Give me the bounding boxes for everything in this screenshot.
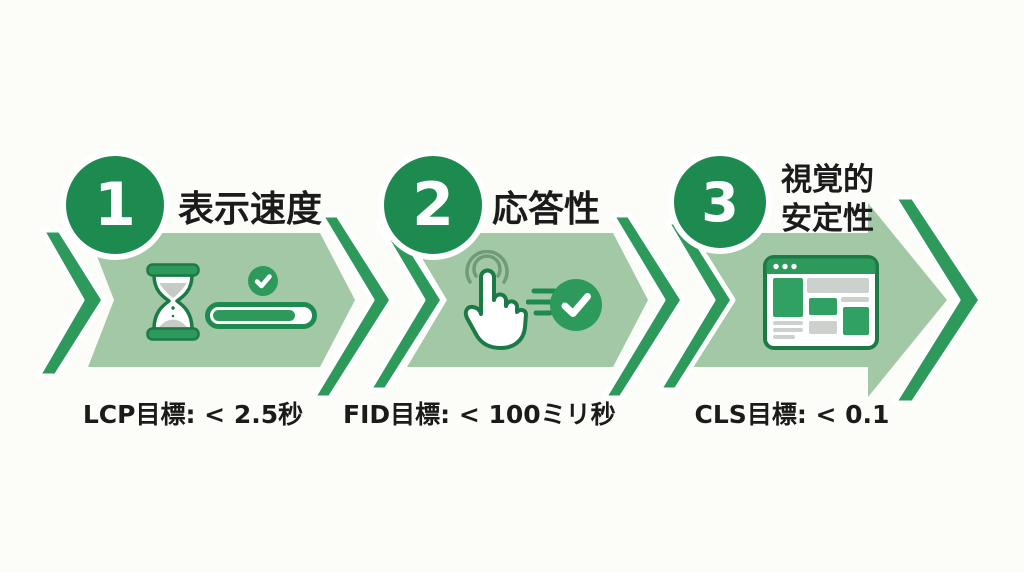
step-3-title-line-1: 視覚的	[781, 162, 874, 198]
step-2-number: 2	[412, 170, 454, 240]
step-3-metric: CLS目標: < 0.1	[694, 400, 890, 429]
tap-hand-icon	[463, 250, 528, 350]
step-3-title: 視覚的 安定性	[781, 161, 874, 239]
chevron-arrow-tip	[891, 194, 984, 406]
step-1-metric: LCP目標: < 2.5秒	[82, 400, 304, 429]
step-1-badge: 1	[60, 150, 170, 260]
step-1-number: 1	[94, 170, 136, 240]
check-circle-icon	[248, 266, 278, 296]
step-3-number: 3	[701, 170, 739, 234]
checkmark-glyph	[561, 293, 591, 317]
step-3-badge: 3	[668, 150, 772, 254]
check-circle-icon	[550, 279, 602, 331]
progress-bar-fill	[213, 310, 295, 321]
chevron-separator-2a	[601, 212, 686, 401]
step-2-title: 応答性	[492, 189, 601, 230]
step-3-title-line-2: 安定性	[781, 201, 874, 237]
step-1-title: 表示速度	[178, 189, 323, 230]
chevron-start	[35, 227, 107, 379]
chevron-separator-1a	[310, 212, 395, 401]
checkmark-glyph	[254, 274, 272, 289]
browser-layout-icon	[763, 255, 879, 350]
step-2-badge: 2	[378, 150, 488, 260]
hourglass-icon	[146, 263, 200, 341]
progress-bar-icon	[205, 302, 317, 329]
step-2-metric: FID目標: < 100ミリ秒	[343, 400, 616, 429]
